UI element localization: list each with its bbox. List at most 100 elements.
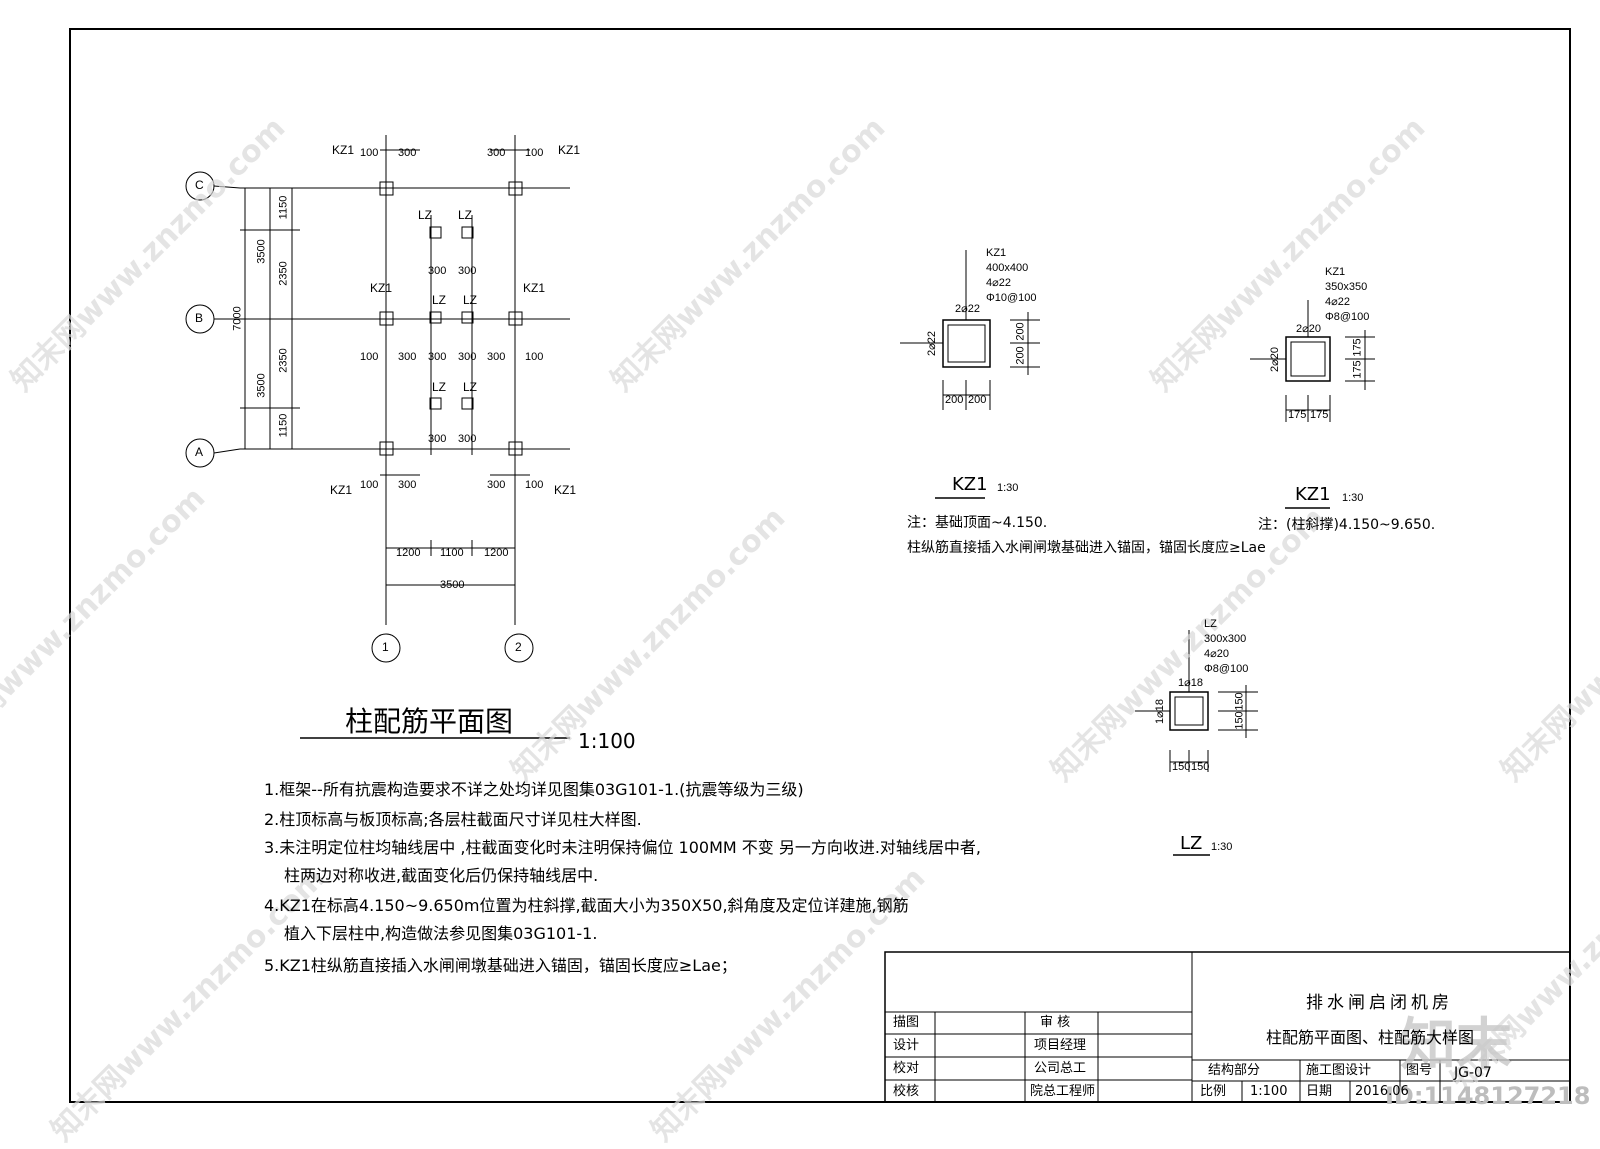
column-tag: KZ1 bbox=[554, 483, 577, 497]
column-tag: KZ1 bbox=[332, 143, 355, 157]
dim-label: 150 bbox=[1191, 761, 1210, 773]
tb-label: 院总工程师 bbox=[1030, 1084, 1096, 1099]
section-tag: KZ1 bbox=[986, 247, 1007, 259]
dim-label: 300 bbox=[398, 479, 417, 491]
dim-label: 150 bbox=[1233, 692, 1246, 711]
section-side-bars: 2⌀20 bbox=[1268, 347, 1281, 372]
axis-label-b: B bbox=[195, 311, 204, 325]
tb-drawing-no-label: 图号 bbox=[1406, 1063, 1433, 1078]
note-line: 3.未注明定位柱均轴线居中 ,柱截面变化时未注明保持偏位 100MM 不变 另一… bbox=[264, 838, 982, 857]
dim-label: 150 bbox=[1172, 761, 1191, 773]
tb-scale-value: 1:100 bbox=[1250, 1084, 1288, 1099]
tb-stage: 施工图设计 bbox=[1306, 1063, 1372, 1078]
section-top-bars: 1⌀18 bbox=[1178, 677, 1203, 689]
section-title: LZ bbox=[1180, 833, 1203, 854]
kz1-column bbox=[508, 311, 523, 326]
dim-label: 300 bbox=[458, 351, 477, 363]
axis-label-c: C bbox=[195, 178, 204, 192]
note-line: 柱两边对称收进,截面变化后仍保持轴线居中. bbox=[284, 866, 599, 885]
section-note: 注：基础顶面~4.150. bbox=[907, 515, 1048, 531]
dim-label: 300 bbox=[398, 147, 417, 159]
dim-label: 3500 bbox=[255, 239, 268, 264]
column-tag: KZ1 bbox=[370, 281, 393, 295]
watermark-id: ID:1148127218 bbox=[1385, 1082, 1591, 1110]
axis-label-2: 2 bbox=[515, 640, 522, 654]
column-tag: KZ1 bbox=[558, 143, 581, 157]
axis-bubble-2 bbox=[504, 633, 534, 663]
tb-label: 设计 bbox=[893, 1038, 920, 1053]
tb-scale-label: 比例 bbox=[1200, 1084, 1227, 1099]
section-stirrup: Φ8@100 bbox=[1204, 663, 1249, 675]
note-line: 5.KZ1柱纵筋直接插入水闸闸墩基础进入锚固，锚固长度应≥Lae； bbox=[264, 956, 737, 975]
section-main-bars: 4⌀22 bbox=[986, 277, 1011, 289]
tb-label: 校核 bbox=[893, 1084, 920, 1099]
note-line: 植入下层柱中,构造做法参见图集03G101-1. bbox=[284, 924, 598, 943]
dim-label: 175 bbox=[1351, 338, 1364, 357]
lz-column bbox=[461, 311, 474, 324]
column-tag: KZ1 bbox=[523, 281, 546, 295]
dim-label: 3500 bbox=[255, 373, 268, 398]
dim-label: 2350 bbox=[277, 348, 290, 373]
section-side-bars: 2⌀22 bbox=[925, 331, 938, 356]
dim-label: 100 bbox=[525, 351, 544, 363]
plan-title: 柱配筋平面图 bbox=[345, 705, 514, 738]
dim-label: 300 bbox=[428, 351, 447, 363]
lz-tag: LZ bbox=[458, 208, 473, 222]
tb-label: 公司总工 bbox=[1034, 1061, 1087, 1076]
note-line: 4.KZ1在标高4.150~9.650m位置为柱斜撑,截面大小为350X50,斜… bbox=[264, 896, 909, 915]
section-stirrup: Φ8@100 bbox=[1325, 311, 1370, 323]
dim-label: 1200 bbox=[396, 547, 421, 559]
axis-bubble-1 bbox=[371, 633, 401, 663]
dim-label: 300 bbox=[428, 265, 447, 277]
dim-label: 175 bbox=[1310, 409, 1329, 421]
note-line: 1.框架--所有抗震构造要求不详之处均详见图集03G101-1.(抗震等级为三级… bbox=[264, 780, 804, 799]
lz-tag: LZ bbox=[432, 380, 447, 394]
sheet-border bbox=[69, 28, 1571, 1103]
section-title: KZ1 bbox=[1295, 484, 1331, 505]
dim-label: 300 bbox=[487, 351, 506, 363]
dim-label: 200 bbox=[1014, 346, 1027, 365]
kz1-column bbox=[508, 441, 523, 456]
lz-column bbox=[461, 397, 474, 410]
section-tag: LZ bbox=[1204, 618, 1217, 630]
axis-label-1: 1 bbox=[382, 640, 389, 654]
section-kz1-350 bbox=[1250, 300, 1375, 509]
tb-label: 校对 bbox=[893, 1061, 920, 1076]
tb-date-label: 日期 bbox=[1306, 1084, 1333, 1099]
section-title: KZ1 bbox=[952, 474, 988, 495]
dim-label: 3500 bbox=[440, 579, 465, 591]
tb-label: 描图 bbox=[893, 1015, 920, 1030]
tb-label: 项目经理 bbox=[1034, 1038, 1087, 1053]
tb-drawing-no: JG-07 bbox=[1454, 1065, 1492, 1081]
plan-scale: 1:100 bbox=[578, 729, 636, 753]
dim-label: 150 bbox=[1233, 711, 1246, 730]
section-note: 注：(柱斜撑)4.150~9.650. bbox=[1258, 517, 1436, 533]
title-block bbox=[884, 951, 1571, 1103]
lz-tag: LZ bbox=[463, 293, 478, 307]
section-top-bars: 2⌀22 bbox=[955, 303, 980, 315]
dim-label: 300 bbox=[487, 479, 506, 491]
dim-label: 7000 bbox=[231, 306, 244, 331]
note-line: 2.柱顶标高与板顶标高;各层柱截面尺寸详见柱大样图. bbox=[264, 810, 642, 829]
dim-label: 100 bbox=[525, 147, 544, 159]
drawing-name: 柱配筋平面图、柱配筋大样图 bbox=[1266, 1028, 1475, 1047]
lz-column bbox=[461, 226, 474, 239]
column-plan bbox=[185, 135, 570, 663]
lz-tag: LZ bbox=[463, 380, 478, 394]
tb-date-value: 2016.06 bbox=[1355, 1084, 1409, 1099]
tb-label: 审 核 bbox=[1040, 1015, 1071, 1030]
dim-label: 300 bbox=[428, 433, 447, 445]
section-side-bars: 1⌀18 bbox=[1153, 699, 1166, 724]
dim-label: 100 bbox=[525, 479, 544, 491]
dim-label: 300 bbox=[398, 351, 417, 363]
dim-label: 175 bbox=[1288, 409, 1307, 421]
dim-label: 175 bbox=[1351, 360, 1364, 379]
dim-label: 200 bbox=[1014, 322, 1027, 341]
dim-label: 1100 bbox=[440, 547, 464, 559]
section-stirrup: Φ10@100 bbox=[986, 292, 1037, 304]
dim-label: 1200 bbox=[484, 547, 509, 559]
project-name: 排水闸启闭机房 bbox=[1306, 993, 1453, 1013]
watermark-logo: 知末 bbox=[1400, 1013, 1512, 1078]
section-scale: 1:30 bbox=[1211, 841, 1233, 853]
